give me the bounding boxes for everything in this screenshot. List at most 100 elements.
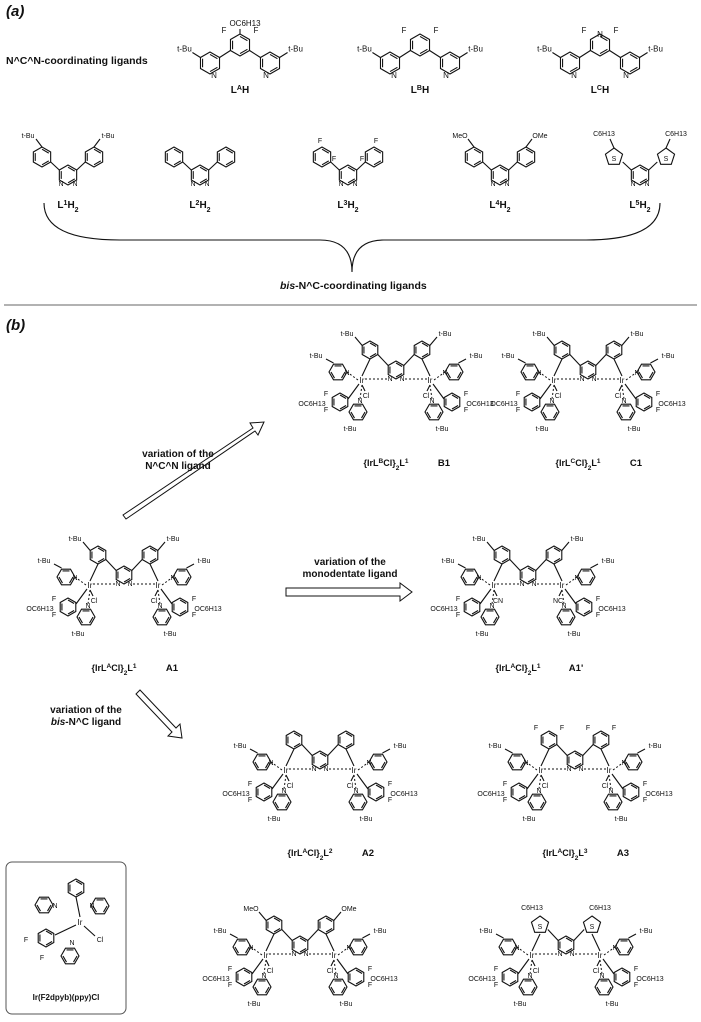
- iridium-label: Ir: [428, 376, 433, 385]
- hexyl-label: C6H13: [665, 131, 687, 138]
- bond: [154, 589, 159, 597]
- double-bond: [78, 616, 83, 624]
- double-bond: [527, 567, 535, 572]
- fluorine-label: F: [634, 966, 638, 973]
- pyridine-ring: [272, 793, 292, 811]
- pyrimidine-ring: [490, 164, 510, 186]
- fluorine-label: F: [503, 781, 507, 788]
- bond: [553, 384, 558, 392]
- double-bond: [473, 160, 482, 166]
- bond: [486, 541, 495, 551]
- double-bond: [449, 66, 458, 73]
- bond: [307, 929, 319, 941]
- double-bond: [149, 558, 157, 563]
- double-bond: [67, 610, 75, 615]
- double-bond: [243, 980, 251, 985]
- double-bond: [638, 371, 643, 379]
- pyridine-ring: [576, 568, 596, 586]
- double-bond: [493, 616, 498, 624]
- iridium-label: Ir: [607, 766, 612, 775]
- pyridine-ring: [460, 568, 480, 586]
- double-bond: [69, 576, 74, 584]
- bond: [426, 384, 431, 392]
- arrow-bis-text-2: bis-N^C ligand: [51, 717, 121, 728]
- hexyloxy-label: OC6H13: [490, 401, 517, 408]
- bond: [325, 933, 335, 952]
- double-bond: [47, 904, 52, 912]
- pyridine-nitrogen: N: [248, 945, 253, 952]
- pyridine-nitrogen: N: [527, 973, 532, 980]
- pyridine-ring: [520, 363, 540, 381]
- double-bond: [509, 761, 514, 769]
- bond: [637, 748, 646, 754]
- tbu-label: t-Bu: [537, 45, 552, 54]
- pyrimidine-nitrogen: N: [504, 181, 509, 188]
- tbu-label: t-Bu: [167, 536, 180, 543]
- hexyloxy-label: OC6H13: [390, 791, 417, 798]
- bond: [76, 161, 86, 171]
- fluorine-label: F: [402, 26, 407, 35]
- monodentate-label: NC: [553, 598, 563, 605]
- coordination-bond: [353, 774, 357, 790]
- bond: [479, 588, 492, 605]
- aryl-ring: [592, 730, 610, 750]
- coordination-bond: [621, 384, 625, 400]
- double-bond: [361, 946, 366, 954]
- double-bond: [321, 148, 330, 154]
- fluoroaryl-ring: [510, 782, 528, 802]
- pyridine-nitrogen: N: [357, 398, 362, 405]
- hexyloxy-label: OC6H13: [598, 606, 625, 613]
- fluorine-label: F: [374, 138, 378, 145]
- bond: [547, 929, 559, 941]
- bond: [624, 383, 637, 400]
- iridium-label: Ir: [560, 581, 565, 590]
- tbu-label: t-Bu: [360, 816, 373, 823]
- bond: [621, 336, 630, 346]
- fluorine-label: F: [596, 612, 600, 619]
- pyridine-nitrogen: N: [89, 903, 94, 910]
- iridium-label: Ir: [156, 581, 161, 590]
- double-bond: [273, 917, 281, 922]
- double-bond: [509, 969, 517, 974]
- double-bond: [269, 53, 278, 60]
- pyridine-ring: [56, 568, 76, 586]
- double-bond: [522, 371, 527, 379]
- bond: [602, 958, 615, 975]
- aryl-ring: [141, 545, 159, 565]
- double-bond: [234, 946, 239, 954]
- pyridine-ring: [518, 978, 538, 996]
- pyridine-ring: [444, 363, 464, 381]
- pyridine-nitrogen: N: [333, 973, 338, 980]
- tbu-label: t-Bu: [473, 536, 486, 543]
- fluorine-label: F: [192, 612, 196, 619]
- fluoroaryl-ring: [37, 928, 55, 948]
- aryl-ring: [32, 146, 52, 168]
- pyridine-ring: [556, 608, 576, 626]
- fluoroaryl-ring: [235, 967, 253, 987]
- arrow-nc-n-text-2: N^C^N ligand: [145, 461, 211, 472]
- central-ring: [409, 33, 431, 57]
- pyridine-nitrogen: N: [170, 575, 175, 582]
- pyridine-ring: [594, 978, 614, 996]
- aryl-ring: [540, 730, 558, 750]
- chloride-label: Cl: [97, 937, 104, 944]
- pyrimidine-nitrogen: N: [72, 181, 77, 188]
- fluorine-label: F: [248, 781, 252, 788]
- pyridine-ring: [368, 753, 388, 771]
- pyridine-nitrogen: N: [344, 370, 349, 377]
- double-bond: [558, 616, 563, 624]
- pyridine-ring: [232, 938, 252, 956]
- bond: [508, 161, 518, 171]
- pyrimidine-nitrogen: N: [303, 951, 308, 958]
- compound-label: LAH: [231, 85, 249, 97]
- bond: [249, 50, 261, 58]
- hexyloxy-label: OC6H13: [202, 976, 229, 983]
- bond: [265, 933, 275, 952]
- iridium-label: Ir: [539, 766, 544, 775]
- tbu-label: t-Bu: [649, 743, 662, 750]
- arrow-bis-text-1: variation of the: [50, 705, 122, 716]
- double-bond: [565, 948, 573, 953]
